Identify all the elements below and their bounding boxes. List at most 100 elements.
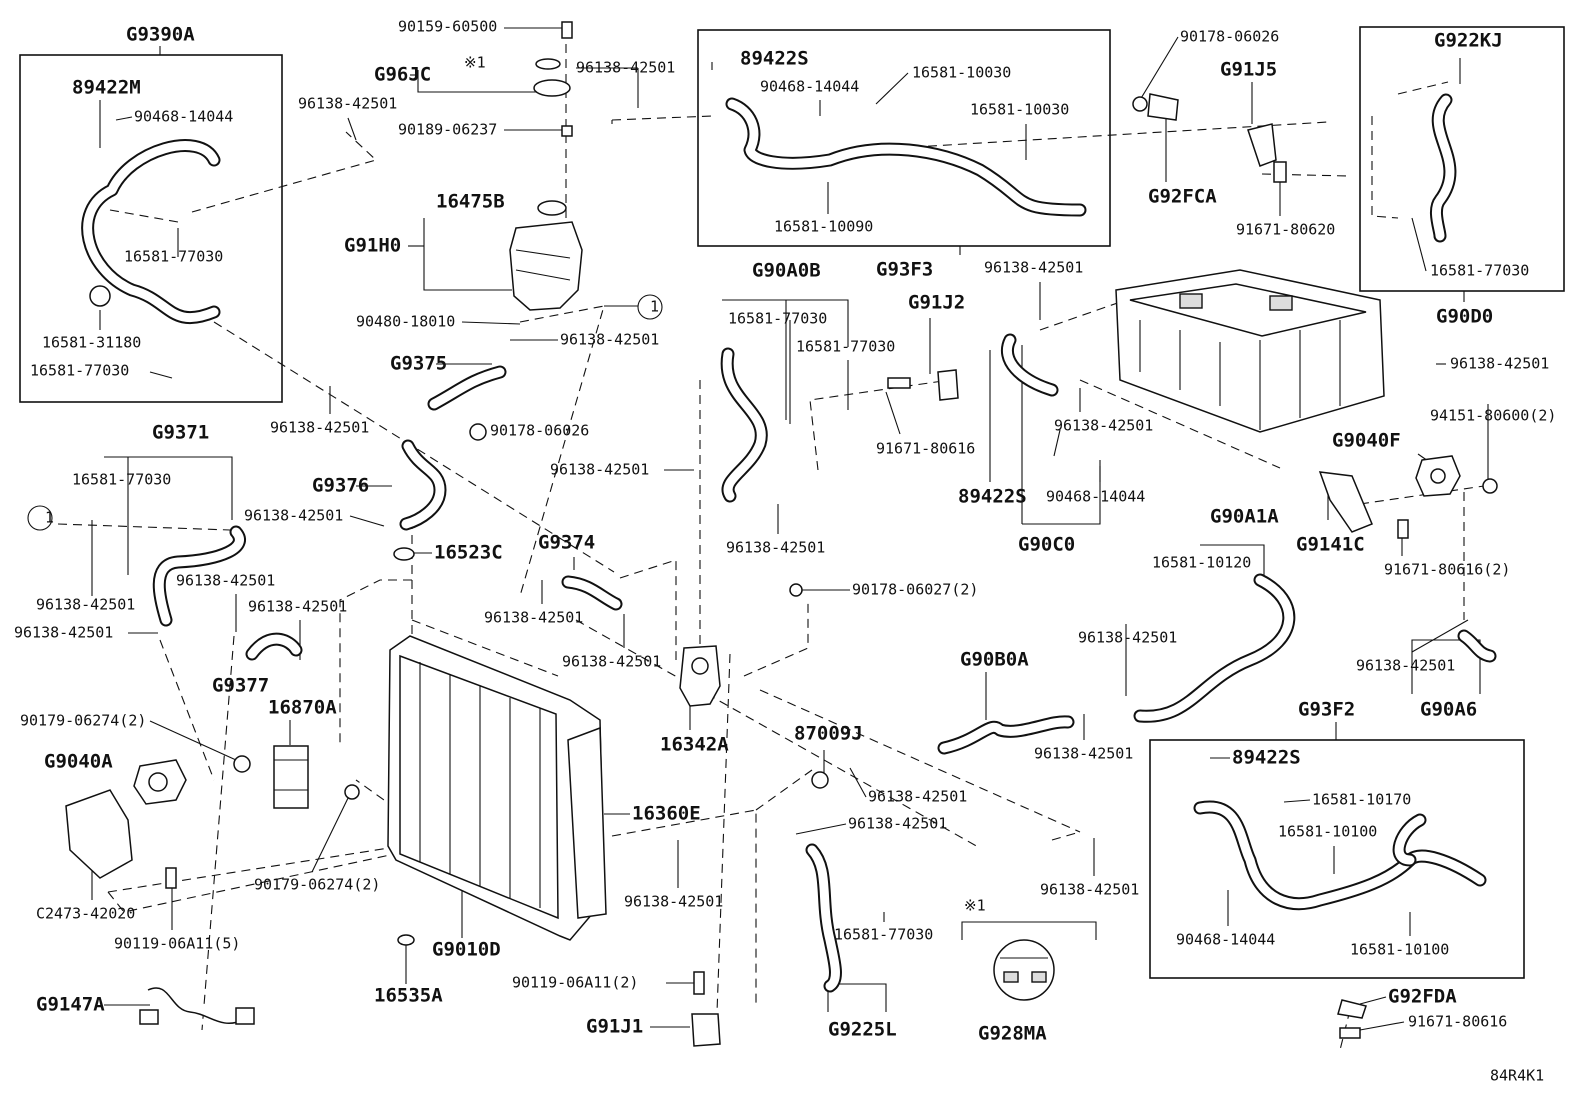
callout-p16581-77030-c: 16581-77030 <box>72 470 172 489</box>
callout-p96138-42501-p: 96138-42501 <box>1054 416 1154 435</box>
callout-p96138-42501-a: 96138-42501 <box>298 94 398 113</box>
callout-g90b0a: G90B0A <box>960 648 1029 671</box>
radiator-g9010d <box>387 635 607 941</box>
diagram-code: 84R4K1 <box>1490 1066 1545 1085</box>
callout-p96138-42501-n: 96138-42501 <box>726 538 826 557</box>
grommet-a <box>233 755 251 773</box>
callout-p16581-10090: 16581-10090 <box>774 217 874 236</box>
callout-p96138-42501-f: 96138-42501 <box>36 595 136 614</box>
group-box-g9390a <box>19 54 283 403</box>
inverter-assembly <box>1115 269 1385 433</box>
cap-16523c <box>393 547 415 561</box>
callout-p96138-42501-i: 96138-42501 <box>248 597 348 616</box>
callout-p96138-42501-q: 96138-42501 <box>1450 354 1550 373</box>
callout-p91671-80616-c: 91671-80616 <box>1408 1012 1508 1031</box>
callout-p96138-42501-w: 96138-42501 <box>1040 880 1140 899</box>
callout-g9371: G9371 <box>152 421 210 444</box>
callout-p16581-10120: 16581-10120 <box>1152 553 1252 572</box>
callout-g91h0: G91H0 <box>344 234 402 257</box>
group-box-g90d0 <box>1359 26 1565 292</box>
callout-p90468-14044-a: 90468-14044 <box>134 107 234 126</box>
group-box-g93f3 <box>697 29 1111 247</box>
hoses <box>81 93 1497 993</box>
callout-p96138-42501-b: 96138-42501 <box>576 58 676 77</box>
callout-p16360e: 16360E <box>632 802 701 825</box>
callout-g9376: G9376 <box>312 474 370 497</box>
callout-p90468-14044-d: 90468-14044 <box>1176 930 1276 949</box>
reservoir-cap <box>537 200 567 216</box>
callout-p96138-42501-t: 96138-42501 <box>1034 744 1134 763</box>
callout-p96138-42501-e: 96138-42501 <box>244 506 344 525</box>
callout-g90c0: G90C0 <box>1018 533 1076 556</box>
filler-cap <box>533 79 571 97</box>
bolt-90119-b <box>693 971 705 995</box>
callout-p16581-31180: 16581-31180 <box>42 333 142 352</box>
bolt-91671-80620 <box>1273 161 1287 183</box>
electric-pump-16342a <box>679 645 721 707</box>
bolt-94151 <box>1482 478 1498 494</box>
callout-ref1-a: 1 <box>650 297 660 316</box>
callout-note1-a: ※1 <box>464 53 486 72</box>
callout-p96138-42501-c: 96138-42501 <box>560 330 660 349</box>
callout-p96138-42501-h: 96138-42501 <box>176 571 276 590</box>
bolt-90119-a <box>165 867 177 889</box>
callout-p90179-06274-a: 90179-06274(2) <box>20 711 147 730</box>
callout-p16581-77030-a: 16581-77030 <box>124 247 224 266</box>
callout-p16581-10030-b: 16581-10030 <box>970 100 1070 119</box>
nut-90178-a <box>469 423 487 441</box>
callout-p96138-42501-u: 96138-42501 <box>868 787 968 806</box>
callout-p90179-06274-b: 90179-06274(2) <box>254 875 381 894</box>
callout-p90468-14044-b: 90468-14044 <box>760 77 860 96</box>
callout-p16581-77030-d: 16581-77030 <box>728 309 828 328</box>
bolt-91671-a <box>887 377 911 389</box>
callout-g92fda: G92FDA <box>1388 985 1457 1008</box>
bracket-g9141c <box>1318 471 1373 533</box>
callout-p91671-80616-a: 91671-80616 <box>876 439 976 458</box>
callout-p89422s-c: 89422S <box>1232 746 1301 769</box>
grommet-b <box>344 784 360 800</box>
callout-p90159-60500: 90159-60500 <box>398 17 498 36</box>
nut-90178-c <box>789 583 803 597</box>
callout-p16581-10100-b: 16581-10100 <box>1350 940 1450 959</box>
callout-c2473-42020: C2473-42020 <box>36 904 136 923</box>
leader-lines <box>91 27 1489 1031</box>
callout-p16475b: 16475B <box>436 190 505 213</box>
callout-p96138-42501-g: 96138-42501 <box>14 623 114 642</box>
callout-g90a0b: G90A0B <box>752 259 821 282</box>
bracket-g91j1 <box>691 1013 721 1047</box>
bolt-91671-c <box>1339 1027 1361 1039</box>
callout-p96138-42501-d: 96138-42501 <box>270 418 370 437</box>
callout-p96138-42501-s: 96138-42501 <box>1356 656 1456 675</box>
callout-p90468-14044-c: 90468-14044 <box>1046 487 1146 506</box>
cap-clip <box>561 125 573 137</box>
callout-g96jc: G96JC <box>374 63 432 86</box>
dashed-connections <box>57 44 1485 1051</box>
nut-90178-b <box>1132 96 1148 112</box>
callout-p91671-80620: 91671-80620 <box>1236 220 1336 239</box>
callout-g9010d: G9010D <box>432 938 501 961</box>
callout-g9225l: G9225L <box>828 1018 897 1041</box>
callout-p96138-42501-l: 96138-42501 <box>550 460 650 479</box>
callout-p16581-77030-b: 16581-77030 <box>30 361 130 380</box>
callout-p16581-77030-e: 16581-77030 <box>796 337 896 356</box>
callout-p96138-42501-r: 96138-42501 <box>1078 628 1178 647</box>
callout-p16523c: 16523C <box>434 541 503 564</box>
callout-p94151-80600: 94151-80600(2) <box>1430 406 1557 425</box>
cap-bolt <box>561 21 573 39</box>
callout-g9040f: G9040F <box>1332 429 1401 452</box>
callout-p90119-06a11-5: 90119-06A11(5) <box>114 934 241 953</box>
callout-p96138-42501-o: 96138-42501 <box>984 258 1084 277</box>
oil-cooler-16870a <box>273 745 309 809</box>
callout-g9375: G9375 <box>390 352 448 375</box>
callout-p16581-10100-a: 16581-10100 <box>1278 822 1378 841</box>
callout-p89422s-b: 89422S <box>958 485 1027 508</box>
callout-p90480-18010: 90480-18010 <box>356 312 456 331</box>
bracket-g91j2 <box>937 369 959 401</box>
clip-16581-31180 <box>89 285 111 307</box>
callout-g9377: G9377 <box>212 674 270 697</box>
callout-p16535a: 16535A <box>374 984 443 1007</box>
bracket-g91j5 <box>1247 123 1277 167</box>
callout-g90a1a: G90A1A <box>1210 505 1279 528</box>
